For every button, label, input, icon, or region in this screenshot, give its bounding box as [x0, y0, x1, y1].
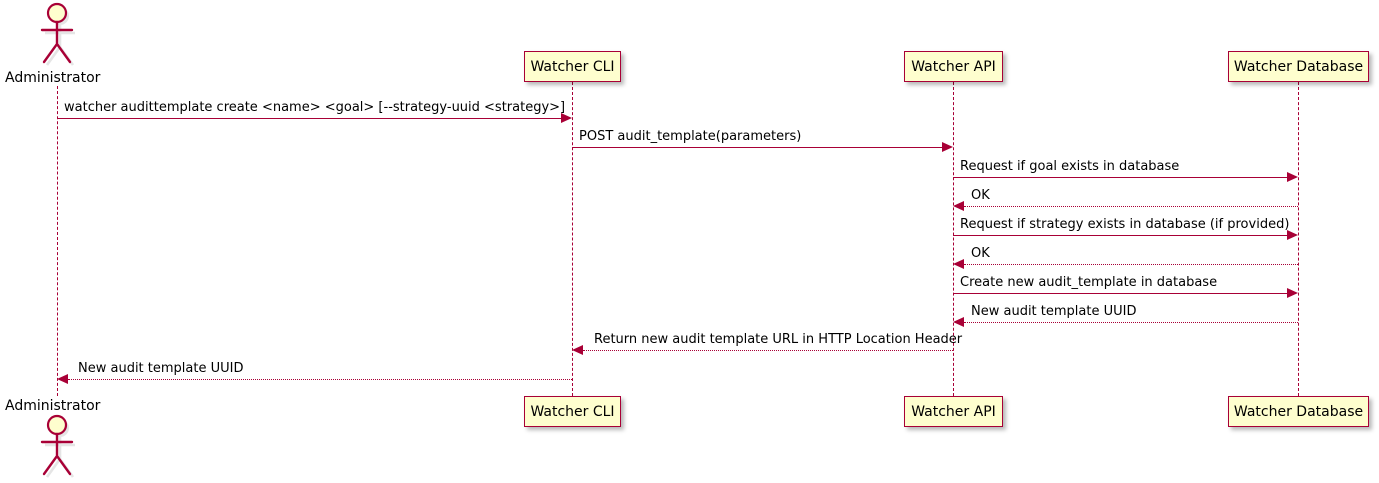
message-line-1	[57, 118, 561, 119]
actor-label-administrator-bottom: Administrator	[5, 398, 101, 414]
participant-box-watcher-cli-bottom[interactable]: Watcher CLI	[524, 396, 621, 427]
message-arrowhead-1	[561, 113, 572, 123]
participant-box-watcher-cli-top[interactable]: Watcher CLI	[524, 51, 621, 82]
lifeline-administrator	[57, 86, 58, 396]
message-label-6: OK	[971, 246, 990, 261]
participant-label-watcher-api-bottom: Watcher API	[911, 403, 996, 420]
message-label-5: Request if strategy exists in database (…	[960, 217, 1290, 232]
participant-label-watcher-database-bottom: Watcher Database	[1233, 403, 1364, 420]
message-line-8	[964, 322, 1298, 323]
participant-label-watcher-api-top: Watcher API	[911, 58, 996, 75]
message-arrowhead-10	[57, 374, 68, 384]
participant-label-watcher-database-top: Watcher Database	[1233, 58, 1364, 75]
message-line-9	[583, 350, 953, 351]
participant-box-watcher-api-bottom[interactable]: Watcher API	[904, 396, 1003, 427]
message-arrowhead-6	[953, 259, 964, 269]
participant-box-watcher-database-bottom[interactable]: Watcher Database	[1228, 396, 1369, 427]
message-line-6	[964, 264, 1298, 265]
message-label-2: POST audit_template(parameters)	[579, 129, 802, 144]
lifeline-watcher-api	[953, 82, 954, 396]
participant-label-watcher-cli-bottom: Watcher CLI	[530, 403, 615, 420]
message-label-1: watcher audittemplate create <name> <goa…	[64, 100, 566, 115]
message-arrowhead-5	[1287, 230, 1298, 240]
participant-box-watcher-database-top[interactable]: Watcher Database	[1228, 51, 1369, 82]
message-arrowhead-2	[942, 142, 953, 152]
message-arrowhead-7	[1287, 288, 1298, 298]
actor-administrator-top	[40, 2, 75, 66]
message-arrowhead-4	[953, 201, 964, 211]
message-label-8: New audit template UUID	[971, 304, 1137, 319]
participant-label-watcher-cli-top: Watcher CLI	[530, 58, 615, 75]
message-arrowhead-8	[953, 317, 964, 327]
message-label-9: Return new audit template URL in HTTP Lo…	[594, 332, 963, 347]
message-label-3: Request if goal exists in database	[960, 159, 1180, 174]
lifeline-watcher-cli	[572, 82, 573, 396]
actor-administrator-bottom	[40, 414, 75, 478]
actor-label-administrator-top: Administrator	[5, 70, 101, 86]
message-line-3	[953, 177, 1287, 178]
message-line-5	[953, 235, 1287, 236]
message-label-7: Create new audit_template in database	[960, 275, 1218, 290]
message-arrowhead-3	[1287, 172, 1298, 182]
message-line-10	[68, 379, 572, 380]
message-line-7	[953, 293, 1287, 294]
message-line-4	[964, 206, 1298, 207]
message-line-2	[572, 147, 942, 148]
message-label-10: New audit template UUID	[78, 361, 244, 376]
message-label-4: OK	[971, 188, 990, 203]
message-arrowhead-9	[572, 345, 583, 355]
participant-box-watcher-api-top[interactable]: Watcher API	[904, 51, 1003, 82]
lifeline-watcher-database	[1298, 82, 1299, 396]
